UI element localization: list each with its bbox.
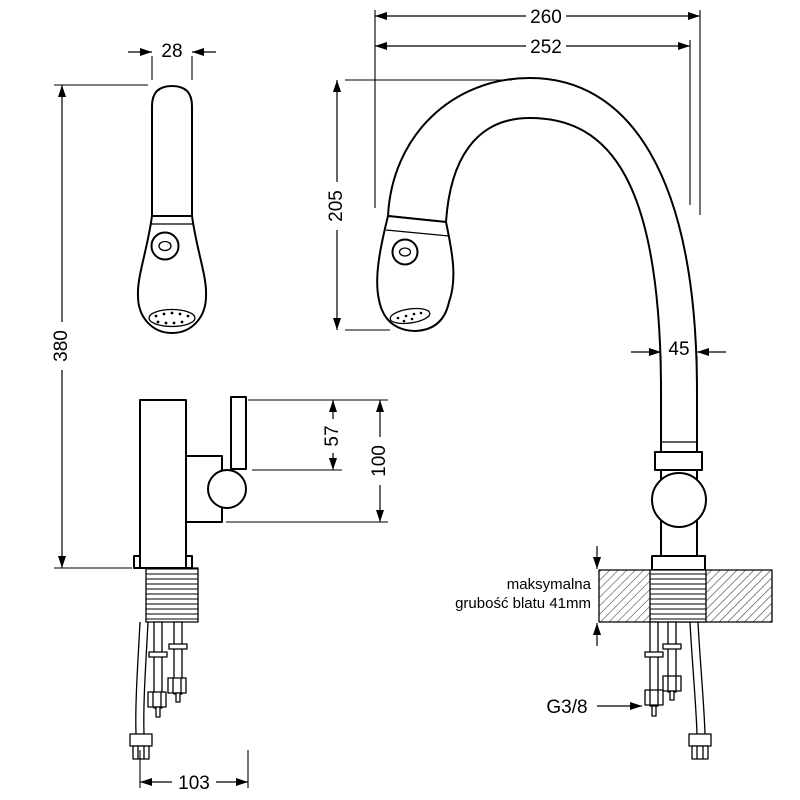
side-threaded-shank [649,569,707,623]
front-mounting-stud-b [167,621,188,703]
front-handle-lever [230,396,247,470]
dim-spout-width-label: 28 [161,41,182,62]
front-mounting-stud-a [147,621,168,718]
dim-total-height-label: 380 [51,330,72,362]
dim-pipe-width-label: 45 [668,339,689,360]
note-counter-thickness-line1: maksymalna [507,576,592,593]
side-view [376,77,773,760]
dim-spout-height-label: 205 [326,190,347,222]
front-threaded-shank [145,567,199,623]
front-handle-joint [207,469,247,509]
side-base-flange [651,555,706,571]
side-handle-ball [651,472,707,528]
side-supply-hose [688,621,712,760]
front-supply-hose [129,621,153,760]
side-mounting-stud-a [644,621,664,717]
dim-base-width-label: 103 [178,773,210,794]
front-spray-holes [154,311,190,325]
front-view [129,85,247,760]
side-mounting-stud-b [662,621,682,701]
side-spray-button-inner [398,247,412,257]
side-dimensions: 260 252 205 45 maksymalna grubość blatu … [326,6,726,718]
front-aerator [148,308,196,328]
label-connection-thread: G3/8 [546,697,587,718]
front-spout-tube [151,85,193,217]
dim-handle-height-label: 57 [322,425,343,446]
side-spray-seam [385,229,450,237]
front-body [139,399,187,569]
front-spray-button-inner [158,240,172,252]
side-collar [654,451,703,471]
dim-body-height-label: 100 [369,445,390,477]
side-spray-holes [396,311,423,323]
note-counter-thickness-line2: grubość blatu 41mm [455,595,591,612]
side-aerator [389,307,431,325]
dim-overall-depth-label: 260 [530,7,562,28]
dim-spout-reach-label: 252 [530,37,562,58]
front-dimensions: 28 380 57 100 103 [51,41,390,794]
